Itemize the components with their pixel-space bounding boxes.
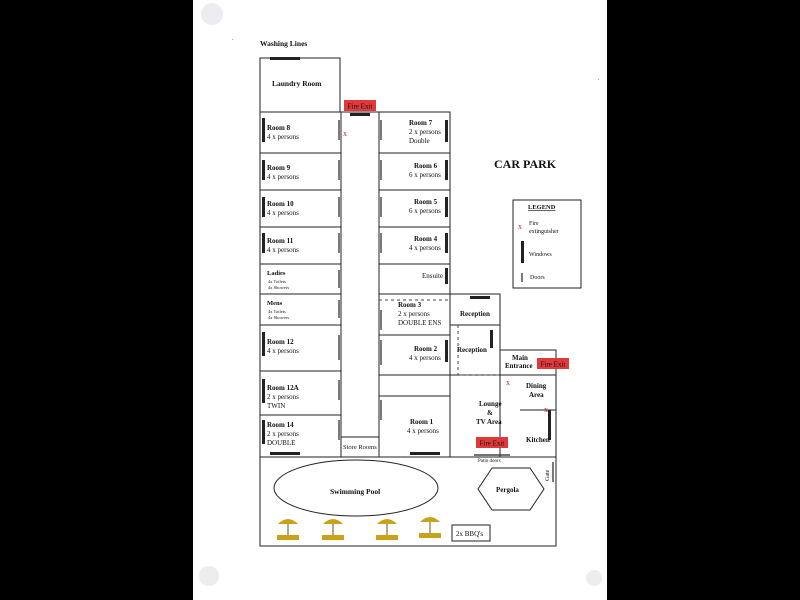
room-2-label: Room 2 bbox=[414, 345, 438, 353]
room-11-label: Room 11 bbox=[267, 237, 294, 245]
reception-label: Reception bbox=[457, 346, 487, 354]
fire-extinguisher-mark: x bbox=[506, 378, 510, 387]
mens-label: Mens bbox=[267, 300, 283, 307]
fire-exit-label: Fire Exit bbox=[480, 440, 505, 448]
stray-mark: . bbox=[598, 76, 600, 82]
ensuite-label: Ensuite bbox=[422, 272, 443, 280]
tv-area-label: TV Area bbox=[476, 418, 502, 426]
room-6-capacity: 6 x persons bbox=[409, 171, 441, 179]
pool-area-outline bbox=[259, 456, 557, 547]
fire-extinguisher-mark: x bbox=[518, 222, 522, 231]
room-8-capacity: 4 x persons bbox=[267, 133, 299, 141]
umbrella-table-icon bbox=[277, 519, 299, 540]
room-14-label: Room 14 bbox=[267, 421, 294, 429]
gate-label: Gate bbox=[545, 469, 551, 481]
room-7-label: Room 7 bbox=[409, 119, 433, 127]
room-9-capacity: 4 x persons bbox=[267, 173, 299, 181]
doors bbox=[338, 120, 554, 482]
corridor bbox=[340, 111, 380, 438]
ladies-toilets: 4x Toilets bbox=[268, 279, 286, 284]
paper-smudge bbox=[586, 570, 602, 586]
fire-extinguisher-mark: x bbox=[544, 405, 548, 414]
walls bbox=[259, 57, 582, 547]
patio-doors-label: Patio doors bbox=[478, 459, 501, 464]
room-1-label: Room 1 bbox=[410, 418, 434, 426]
pergola-label: Pergola bbox=[496, 486, 519, 494]
paper-smudge bbox=[199, 566, 219, 586]
room-3-type: DOUBLE ENS bbox=[398, 319, 441, 327]
room-12-label: Room 12 bbox=[267, 338, 294, 346]
room-14-capacity: 2 x persons bbox=[267, 430, 299, 438]
bbq-label: 2x BBQ's bbox=[456, 530, 483, 538]
room-3-label: Room 3 bbox=[398, 301, 422, 309]
room-10-label: Room 10 bbox=[267, 200, 294, 208]
legend-title: LEGEND bbox=[528, 204, 556, 211]
fire-exit-label: Fire Exit bbox=[348, 103, 373, 111]
bbq-box bbox=[451, 524, 491, 542]
washing-lines-label: Washing Lines bbox=[260, 39, 307, 48]
dining-area-label: Area bbox=[529, 391, 544, 399]
room-9-label: Room 9 bbox=[267, 164, 291, 172]
room-12a-label: Room 12A bbox=[267, 384, 299, 392]
lounge-label: & bbox=[487, 409, 493, 417]
main-entrance-label: Main bbox=[512, 354, 528, 362]
room-14-type: DOUBLE bbox=[267, 439, 295, 447]
car-park-label: CAR PARK bbox=[494, 157, 557, 171]
legend-extinguisher-label: Fire bbox=[529, 221, 539, 227]
room-4-label: Room 4 bbox=[414, 235, 438, 243]
lounge-label: Lounge bbox=[479, 400, 502, 408]
room-4-capacity: 4 x persons bbox=[409, 244, 441, 252]
umbrella-table-icon bbox=[322, 519, 344, 540]
dining-area-label: Dining bbox=[526, 382, 547, 390]
room-10-capacity: 4 x persons bbox=[267, 209, 299, 217]
reception-label: Reception bbox=[460, 310, 490, 318]
swimming-pool-label: Swimming Pool bbox=[330, 487, 380, 496]
legend-windows-label: Windows bbox=[529, 252, 552, 258]
room-6-label: Room 6 bbox=[414, 162, 438, 170]
legend-extinguisher-label: extinguisher bbox=[529, 229, 559, 235]
pergola bbox=[477, 467, 545, 511]
fire-exit-label: Fire Exit bbox=[541, 361, 566, 369]
room-5-label: Room 5 bbox=[414, 198, 438, 206]
room-12a-capacity: 2 x persons bbox=[267, 393, 299, 401]
room-5-capacity: 6 x persons bbox=[409, 207, 441, 215]
ladies-label: Ladies bbox=[267, 270, 286, 277]
swimming-pool bbox=[273, 459, 439, 517]
room-7-capacity: 2 x persons bbox=[409, 128, 441, 136]
main-entrance-label: Entrance bbox=[505, 362, 533, 370]
fire-exit-sign bbox=[537, 358, 569, 369]
umbrella-tables bbox=[277, 517, 441, 540]
fire-extinguisher-mark: x bbox=[343, 129, 347, 138]
windows bbox=[262, 57, 551, 455]
room-3-capacity: 2 x persons bbox=[398, 310, 430, 318]
fire-exits: Fire Exit Fire Exit Fire Exit bbox=[344, 100, 569, 448]
laundry-room-label: Laundry Room bbox=[272, 79, 322, 88]
fire-exit-sign bbox=[476, 437, 508, 448]
room-12-capacity: 4 x persons bbox=[267, 347, 299, 355]
fire-exit-sign bbox=[344, 100, 376, 111]
mens-toilets: 4x Toilets bbox=[268, 309, 286, 314]
legend-box bbox=[512, 199, 582, 289]
fire-extinguishers: x x x x bbox=[343, 129, 548, 414]
room-11-capacity: 4 x persons bbox=[267, 246, 299, 254]
ladies-showers: 4x Showers bbox=[268, 285, 289, 290]
legend-doors-label: Doors bbox=[530, 275, 545, 281]
umbrella-table-icon bbox=[419, 517, 441, 538]
umbrella-table-icon bbox=[376, 519, 398, 540]
room-12a-type: TWIN bbox=[267, 402, 285, 410]
room-2-capacity: 4 x persons bbox=[409, 354, 441, 362]
room-7-type: Double bbox=[409, 137, 430, 145]
room-1-capacity: 4 x persons bbox=[407, 427, 439, 435]
room-8-label: Room 8 bbox=[267, 124, 291, 132]
paper-smudge bbox=[201, 3, 223, 25]
kitchen-label: Kitchen bbox=[526, 436, 550, 444]
mens-showers: 4x Showers bbox=[268, 315, 289, 320]
stray-mark: . bbox=[232, 36, 234, 42]
store-rooms-label: Store Rooms bbox=[343, 444, 377, 451]
